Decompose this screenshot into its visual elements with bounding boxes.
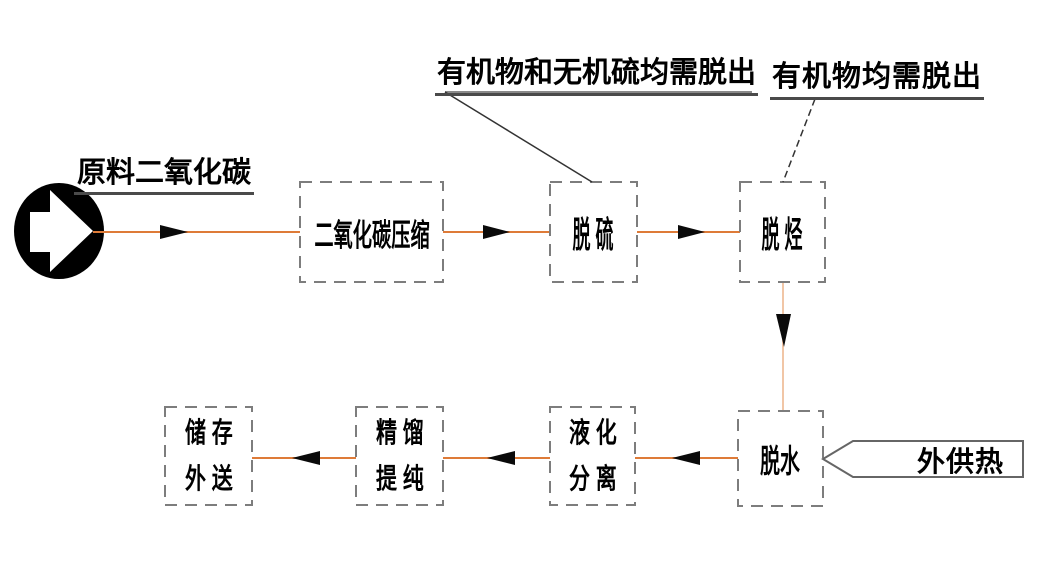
box-compression-label: 二氧化碳压缩 xyxy=(313,217,430,253)
box-desulfurization: 脱 硫 xyxy=(550,182,637,282)
box-storage: 储 存 外 送 xyxy=(165,407,252,505)
box-compression: 二氧化碳压缩 xyxy=(300,182,443,282)
box-border-distillation xyxy=(355,406,444,506)
box-desulfurization-label: 脱 硫 xyxy=(572,214,614,255)
box-liquefaction-label-line1: 液 化 xyxy=(568,417,617,448)
box-liquefaction: 液 化 分 离 xyxy=(550,407,635,505)
arrow-right-icon xyxy=(160,225,188,239)
box-border-dehydration xyxy=(737,410,824,507)
box-distillation: 精 馏 提 纯 xyxy=(356,407,443,505)
arrow-left-icon xyxy=(672,451,700,465)
box-distillation-label-line2: 提 纯 xyxy=(375,463,424,494)
box-liquefaction-label-line2: 分 离 xyxy=(568,463,617,494)
pump-arrow-glyph xyxy=(30,190,93,272)
box-dehydrocarbon-label: 脱 烃 xyxy=(761,214,803,255)
box-distillation-label-line1: 精 馏 xyxy=(375,417,424,448)
box-dehydration-label: 脱水 xyxy=(760,442,801,479)
box-dehydrocarbon: 脱 烃 xyxy=(740,182,825,282)
box-storage-label-line1: 储 存 xyxy=(184,417,233,448)
arrow-left-icon xyxy=(292,451,320,465)
annotation-leader-line xyxy=(782,98,816,183)
box-border-dehydrocarbon xyxy=(739,181,826,283)
box-border-storage xyxy=(164,406,253,506)
arrow-left-icon xyxy=(487,451,515,465)
arrow-right-icon xyxy=(678,225,705,239)
annotation-desulfurization: 有机物和无机硫均需脱出 xyxy=(435,49,759,96)
pump-icon xyxy=(14,183,104,279)
box-border-desulfurization xyxy=(549,181,638,283)
arrow-down-icon xyxy=(776,314,791,347)
heat-supply-label: 外供热 xyxy=(916,445,1004,477)
annotation-leader-line xyxy=(444,91,593,183)
box-border-compression xyxy=(299,181,444,283)
box-dehydration: 脱水 xyxy=(738,411,823,506)
box-storage-label-line2: 外 送 xyxy=(184,463,233,494)
source-material-label: 原料二氧化碳 xyxy=(74,149,255,195)
heat-banner-shape xyxy=(821,440,1024,478)
box-border-liquefaction xyxy=(549,406,636,506)
annotation-dehydrocarbon: 有机物均需脱出 xyxy=(770,53,985,100)
arrow-right-icon xyxy=(483,225,510,239)
